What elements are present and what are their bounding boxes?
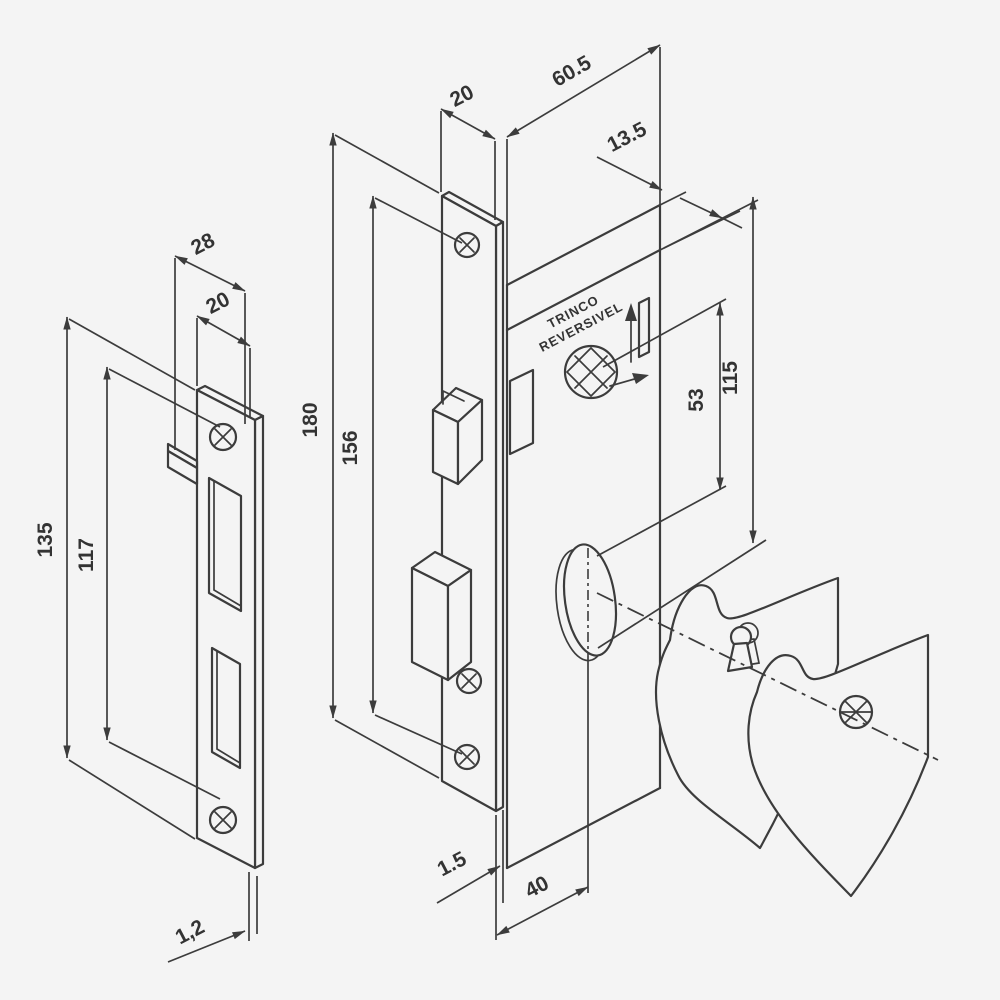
dimension-strike-thickness: 1,2 — [167, 872, 258, 963]
case-latch-hole — [508, 368, 535, 456]
case-bottom-edge — [505, 786, 662, 870]
faceplate-front — [440, 194, 498, 813]
dimension-faceplate-height: 180 — [299, 132, 440, 779]
case-top-front-edge — [505, 248, 662, 332]
dimension-spindle-to-cylinder: 53 — [596, 298, 727, 557]
strike-plate — [166, 384, 265, 870]
spindle-hub-icon — [563, 344, 619, 400]
strike-side-band — [253, 414, 265, 870]
dimension-case-height: 115 — [597, 196, 767, 649]
dimension-backset: 40 — [496, 656, 589, 936]
dimension-faceplate-screw-spacing: 156 — [339, 195, 463, 755]
dimension-case-thickness: 13.5 — [596, 117, 743, 251]
dim-label-60-5: 60.5 — [548, 51, 595, 92]
dim-label-20-faceplate: 20 — [446, 81, 477, 112]
case-top-back-edge — [505, 203, 662, 287]
dim-label-156: 156 — [339, 430, 362, 465]
dim-label-40: 40 — [521, 872, 552, 903]
dim-label-20-strike: 20 — [202, 288, 233, 319]
keyhole-icon — [726, 622, 761, 673]
cylinder-hole — [555, 543, 618, 662]
dim-label-53: 53 — [685, 388, 708, 411]
up-arrow-icon — [625, 303, 637, 363]
dim-label-13-5: 13.5 — [604, 117, 651, 156]
screw-hole-icon — [838, 694, 874, 730]
dimension-faceplate-thickness: 1.5 — [434, 810, 504, 940]
strike-latch-hole — [207, 476, 243, 613]
deadbolt — [410, 550, 473, 682]
dim-label-180: 180 — [299, 402, 322, 437]
screw-icon — [208, 422, 238, 452]
door-section-screw-plate — [747, 633, 930, 898]
dimension-strike-screw-spacing: 117 — [75, 366, 221, 800]
dim-label-1-2: 1,2 — [172, 915, 209, 949]
latch-bolt — [431, 386, 484, 486]
strike-bolt-hole-depth — [211, 647, 241, 764]
reversing-slot — [637, 296, 651, 359]
strike-bolt-hole — [210, 646, 242, 770]
strike-lip-front — [166, 449, 199, 486]
right-arrow-icon — [609, 373, 649, 387]
dim-label-117: 117 — [75, 538, 98, 572]
screw-icon — [453, 231, 481, 259]
dimension-strike-outer-height: 135 — [34, 316, 196, 840]
dim-label-115: 115 — [719, 361, 742, 395]
strike-latch-hole-depth — [208, 477, 242, 607]
dimension-case-depth: 60.5 — [506, 44, 661, 307]
dim-label-28: 28 — [187, 228, 219, 259]
screw-icon — [453, 743, 481, 771]
center-axis-line — [596, 592, 939, 761]
dim-label-1-5: 1.5 — [434, 847, 471, 881]
strike-front — [195, 388, 257, 870]
lock-case: TRINCO REVERSIVEL — [505, 203, 662, 870]
screw-icon — [455, 667, 483, 695]
faceplate — [440, 190, 505, 813]
dim-label-135: 135 — [34, 522, 57, 557]
screw-icon — [208, 805, 238, 835]
